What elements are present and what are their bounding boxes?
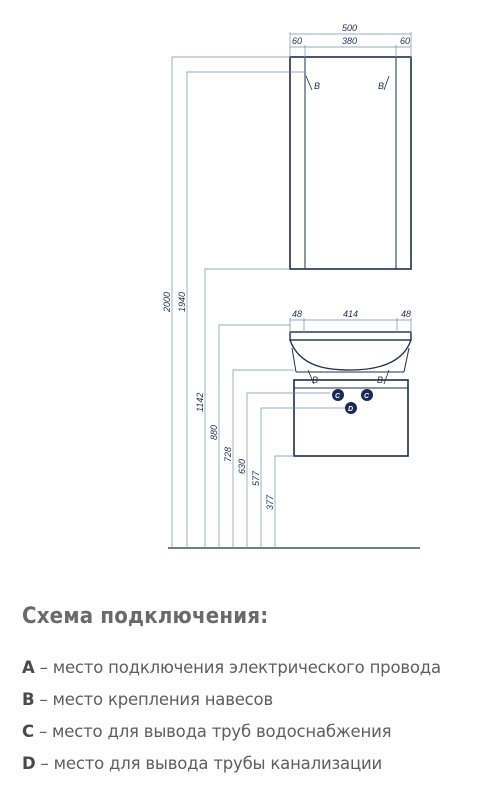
legend-text-d: – место для вывода трубы канализации — [35, 754, 383, 773]
legend-text-b: – место крепления навесов — [34, 690, 273, 709]
drain-outlet-marker — [345, 402, 357, 414]
mirror-side-right-width: 60 — [400, 36, 410, 46]
height-880: 880 — [209, 425, 219, 440]
legend-item-c: C – место для вывода труб водоснабжения — [22, 720, 441, 752]
basin-width-dimension — [289, 318, 412, 333]
basin-center-width: 414 — [343, 309, 358, 319]
mirror-cabinet: B B — [289, 56, 412, 270]
vanity-hinge-label-left: B — [312, 375, 318, 385]
basin-side-right-width: 48 — [401, 309, 411, 319]
height-377: 377 — [265, 494, 275, 510]
height-630: 630 — [237, 459, 247, 474]
mirror-width-dimension — [289, 32, 412, 58]
mirror-center-width: 380 — [342, 36, 357, 46]
legend-key-c: C — [22, 722, 34, 741]
water-marker-label-left: C — [335, 393, 341, 400]
vanity-hinge-label-right: B — [377, 375, 383, 385]
legend-item-b: B – место крепления навесов — [22, 688, 441, 720]
height-577: 577 — [251, 470, 261, 486]
height-1940: 1940 — [177, 292, 187, 312]
legend-text-a: – место подключения электрического прово… — [34, 658, 441, 677]
height-2000: 2000 — [162, 292, 172, 313]
height-1142: 1142 — [195, 393, 205, 412]
water-outlet-marker-left — [332, 389, 344, 401]
mirror-side-left-width: 60 — [292, 36, 302, 46]
legend-key-d: D — [22, 754, 36, 773]
mirror-total-width: 500 — [342, 23, 357, 33]
legend-item-d: D – место для вывода трубы канализации — [22, 752, 441, 784]
vanity-unit: B B — [289, 331, 412, 457]
legend-text-c: – место для вывода труб водоснабжения — [33, 722, 392, 741]
height-728: 728 — [223, 447, 233, 462]
mirror-hinge-label-left: B — [314, 81, 320, 91]
legend-item-a: A – место подключения электрического про… — [22, 656, 441, 688]
scheme-title: Схема подключения: — [22, 604, 269, 629]
water-outlet-marker-right — [361, 389, 373, 401]
legend-list: A – место подключения электрического про… — [22, 656, 441, 784]
technical-drawing: B B 500 60 380 60 B B C C D — [162, 23, 420, 549]
drain-marker-label: D — [348, 406, 353, 413]
legend-key-a: A — [22, 658, 35, 677]
basin-side-left-width: 48 — [292, 309, 302, 319]
mirror-hinge-label-right: B — [378, 81, 384, 91]
water-marker-label-right: C — [364, 393, 370, 400]
legend-key-b: B — [22, 690, 35, 709]
height-dimension-lines — [171, 56, 345, 548]
